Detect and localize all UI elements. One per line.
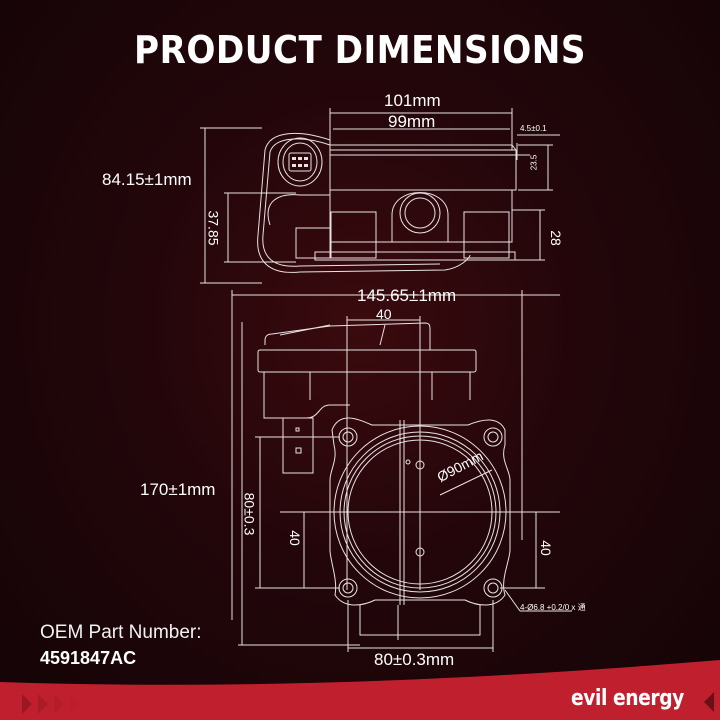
dim-bolt-spacing-horizontal: 80±0.3mm <box>374 650 455 669</box>
page-title: PRODUCT DIMENSIONS <box>134 28 586 72</box>
dim-bolt-spacing-vertical: 80±0.3 <box>241 492 258 536</box>
dim-flange-height: 23.5 <box>529 154 539 171</box>
oem-part-number: 4591847AC <box>40 648 137 668</box>
dim-front-overall-height: 170±1mm <box>140 480 216 499</box>
dim-center-offset-left: 40 <box>286 530 303 546</box>
dim-center-offset-right: 40 <box>537 540 554 556</box>
dim-top-width-inner: 99mm <box>388 112 436 131</box>
dim-connector-height: 37.85 <box>205 210 222 246</box>
dim-top-overall-height: 84.15±1mm <box>102 170 192 189</box>
top-view-drawing <box>200 108 560 284</box>
brand-logo: evil energy <box>570 686 684 711</box>
dim-body-height: 28 <box>547 230 564 246</box>
dim-actuator-offset: 40 <box>376 306 392 322</box>
oem-part-label: OEM Part Number: <box>40 622 202 643</box>
dim-bolt-holes: 4-Ø6.8 +0.2/0 x 通 <box>520 603 586 612</box>
dim-front-overall-width: 145.65±1mm <box>357 286 457 305</box>
dim-top-width-outer: 101mm <box>384 91 441 110</box>
front-view-drawing <box>231 290 572 652</box>
dim-flange-thickness: 4.5±0.1 <box>520 124 547 133</box>
